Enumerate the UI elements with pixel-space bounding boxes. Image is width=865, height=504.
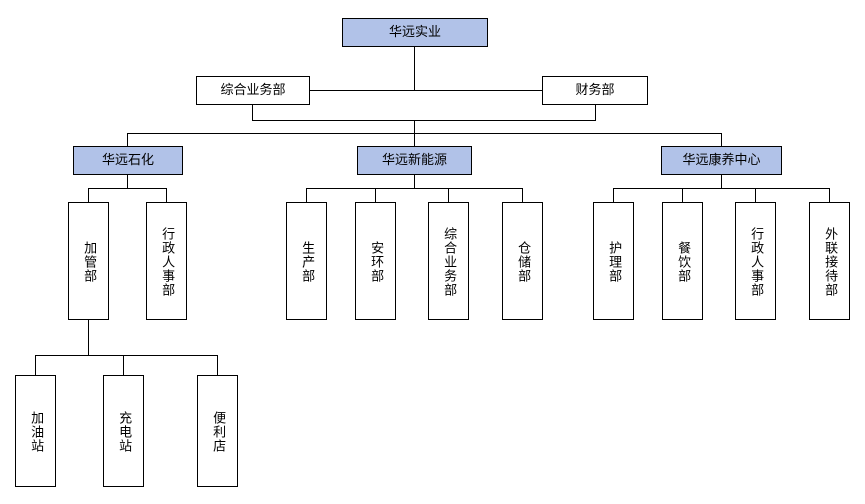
node-dept-general-business[interactable]: 综合业务部 [428,202,469,320]
connector-div2-child3-drop [448,188,449,202]
connector-spine-to-divisions [414,120,415,134]
node-dept-admin-hr-health[interactable]: 行政人事部 [735,202,776,320]
node-dept-gas-management[interactable]: 加管部 [68,202,109,320]
connector-div3-child1-drop [613,188,614,202]
node-dept-nursing[interactable]: 护理部 [593,202,634,320]
node-leaf-charging-station-label: 充电站 [116,411,132,453]
node-division-new-energy-label: 华远新能源 [381,152,447,168]
connector-div3-children-bus [613,188,830,189]
node-dept-admin-hr-petro[interactable]: 行政人事部 [146,202,187,320]
node-leaf-gas-station[interactable]: 加油站 [15,375,56,487]
connector-div3-stem [721,175,722,189]
connector-staff-left-riser [252,105,253,121]
node-dept-warehouse-label: 仓储部 [515,241,531,283]
connector-root-stem [414,47,415,91]
connector-div2-stem [414,175,415,189]
node-dept-warehouse[interactable]: 仓储部 [502,202,543,320]
node-dept-nursing-label: 护理部 [606,241,622,283]
node-dept-general-business-label: 综合业务部 [441,227,457,297]
node-staff-left[interactable]: 综合业务部 [196,76,310,105]
node-dept-catering-label: 餐饮部 [675,241,691,283]
connector-div1-stem [127,175,128,189]
node-dept-external-reception[interactable]: 外联接待部 [809,202,850,320]
node-staff-left-label: 综合业务部 [220,82,286,98]
connector-div1-children-bus [88,188,167,189]
node-division-petrochemical[interactable]: 华远石化 [73,146,183,175]
connector-leaf3-drop [217,355,218,375]
connector-staff-bus [252,90,596,91]
connector-div1-child2-drop [166,188,167,202]
connector-div2-drop [414,133,415,147]
node-leaf-charging-station[interactable]: 充电站 [103,375,144,487]
node-staff-right-label: 财务部 [575,82,615,98]
node-dept-external-reception-label: 外联接待部 [822,227,838,297]
node-division-petrochemical-label: 华远石化 [101,152,154,168]
connector-divisions-bus [127,133,722,134]
node-leaf-gas-station-label: 加油站 [28,411,44,453]
node-division-new-energy[interactable]: 华远新能源 [357,146,472,175]
node-root[interactable]: 华远实业 [342,18,488,47]
connector-div2-child1-drop [306,188,307,202]
node-dept-catering[interactable]: 餐饮部 [662,202,703,320]
connector-div2-child4-drop [522,188,523,202]
connector-div2-child2-drop [375,188,376,202]
connector-staff-right-riser [595,105,596,121]
node-staff-right[interactable]: 财务部 [542,76,648,105]
node-dept-gas-management-label: 加管部 [81,241,97,283]
node-dept-safety-environment[interactable]: 安环部 [355,202,396,320]
node-leaf-convenience-store[interactable]: 便利店 [197,375,238,487]
connector-leaf1-drop [35,355,36,375]
node-dept-production-label: 生产部 [299,241,315,283]
node-dept-production[interactable]: 生产部 [286,202,327,320]
connector-div1-child1-drop [88,188,89,202]
connector-div1-drop [127,133,128,147]
connector-div3-drop [721,133,722,147]
node-division-health-center-label: 华远康养中心 [682,152,761,168]
connector-leaf-bus [35,355,218,356]
node-division-health-center[interactable]: 华远康养中心 [661,146,782,175]
node-dept-admin-hr-petro-label: 行政人事部 [159,227,175,297]
node-dept-admin-hr-health-label: 行政人事部 [748,227,764,297]
connector-leaf-stem [88,320,89,356]
node-dept-safety-environment-label: 安环部 [368,241,384,283]
connector-staff-lower-bus [252,120,596,121]
connector-div3-child4-drop [829,188,830,202]
node-leaf-convenience-store-label: 便利店 [210,411,226,453]
connector-leaf2-drop [123,355,124,375]
node-root-label: 华远实业 [388,24,441,40]
connector-div3-child2-drop [682,188,683,202]
connector-div3-child3-drop [755,188,756,202]
connector-div2-children-bus [306,188,523,189]
